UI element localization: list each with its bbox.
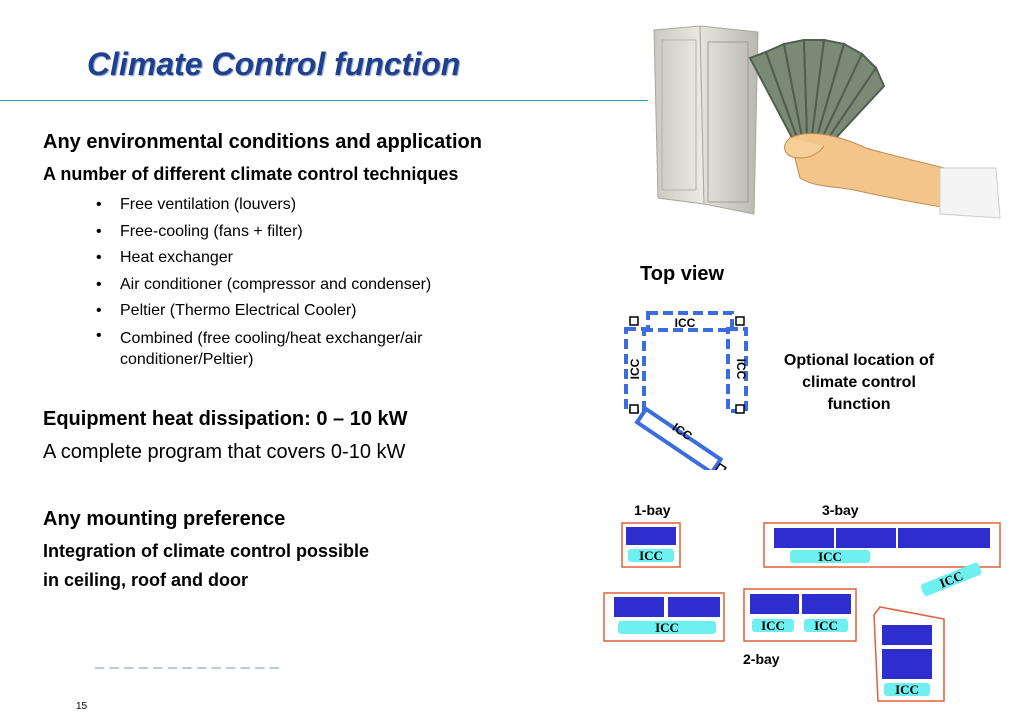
list-item: Peltier (Thermo Electrical Cooler) <box>96 298 516 325</box>
slide-title: Climate Control function <box>87 46 461 82</box>
section3-heading: Any mounting preference <box>43 508 286 530</box>
section1-heading: Any environmental conditions and applica… <box>43 131 482 153</box>
top-view-label: Top view <box>640 263 725 285</box>
three-bay-label: 3-bay <box>822 502 859 518</box>
section2-text: A complete program that covers 0-10 kW <box>43 441 406 463</box>
list-item: Combined (free cooling/heat exchanger/ai… <box>96 325 480 370</box>
optional-location-label: Optional location of climate control fun… <box>783 352 935 413</box>
icc-top-outline <box>646 311 734 332</box>
icc-label: ICC <box>895 682 919 697</box>
three-bay-unit: ICC <box>763 522 1001 568</box>
icc-label: ICC <box>761 618 785 633</box>
list-item: Free-cooling (fans + filter) <box>96 219 516 246</box>
two-bay-unit-ceiling: ICC <box>603 592 725 642</box>
two-bay-unit-roof: ICC ICC <box>743 588 857 642</box>
title-divider <box>0 100 648 101</box>
two-bay-label: 2-bay <box>743 651 780 667</box>
icc-top-label: ICC <box>675 316 696 330</box>
icc-left-label: ICC <box>628 358 642 379</box>
list-item: Heat exchanger <box>96 245 516 272</box>
section2-heading: Equipment heat dissipation: 0 – 10 kW <box>43 408 408 430</box>
slide-number: 15 <box>76 701 88 712</box>
top-view-diagram: ICC ICC ICC ICC <box>624 311 748 470</box>
one-bay-unit: ICC <box>621 522 681 568</box>
section3-line1: Integration of climate control possible <box>43 541 370 561</box>
section1-subheading: A number of different climate control te… <box>43 164 459 184</box>
icc-label: ICC <box>814 618 838 633</box>
section3-line2: in ceiling, roof and door <box>43 570 248 590</box>
one-bay-label: 1-bay <box>634 502 671 518</box>
list-item: Free ventilation (louvers) <box>96 192 516 219</box>
icc-label: ICC <box>818 549 842 564</box>
two-bay-unit-door: ICC <box>873 606 945 702</box>
icc-label: ICC <box>639 548 663 563</box>
bay-configurations-diagram: ICC ICC ICC ICC <box>603 522 1001 702</box>
faded-footer-text: ▁ ▁ ▁ ▁ ▁ ▁ ▁ ▁ ▁ ▁ ▁ ▁ ▁ <box>95 655 280 669</box>
list-item: Air conditioner (compressor and condense… <box>96 272 516 299</box>
icc-label: ICC <box>655 620 679 635</box>
cabinet-fan-illustration <box>653 25 1001 219</box>
techniques-list: Free ventilation (louvers) Free-cooling … <box>96 192 516 370</box>
icc-right-label: ICC <box>734 359 748 380</box>
